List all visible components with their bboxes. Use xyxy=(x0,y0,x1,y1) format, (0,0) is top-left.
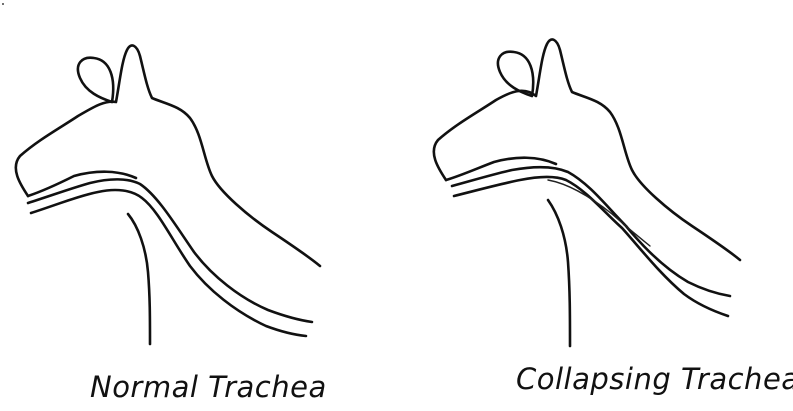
normal-trachea-caption: Normal Trachea xyxy=(90,370,327,404)
normal-trachea-panel xyxy=(16,45,320,344)
collapsing-trachea-caption: Collapsing Trachea xyxy=(516,362,793,396)
dog-chest-outline xyxy=(128,214,150,344)
trachea-lower-wall xyxy=(454,177,728,316)
dog-head-and-back-outline xyxy=(434,39,740,260)
dog-chest-outline xyxy=(548,200,570,346)
scan-speck xyxy=(2,3,4,5)
dog-jaw xyxy=(28,172,136,196)
dog-ear xyxy=(78,58,113,102)
dog-ear xyxy=(498,52,533,96)
trachea-lower-wall xyxy=(31,190,306,336)
collapsing-trachea-panel xyxy=(434,39,740,346)
